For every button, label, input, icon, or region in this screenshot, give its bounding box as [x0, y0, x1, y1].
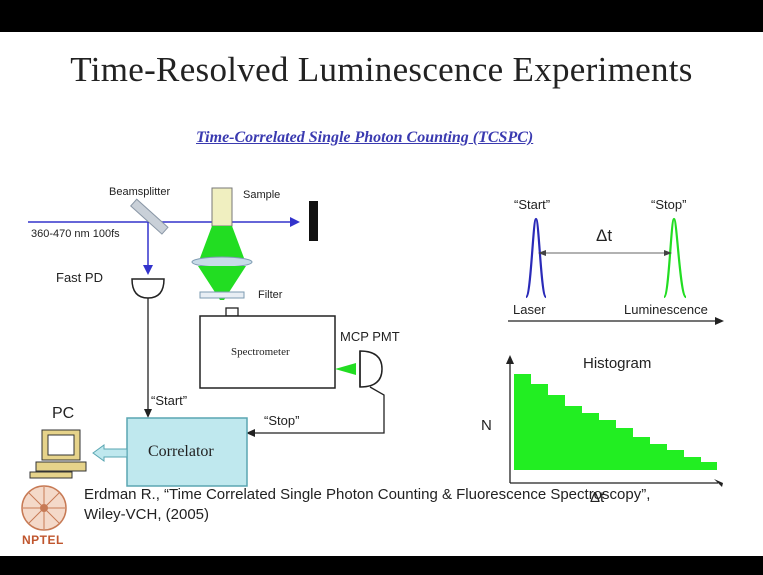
- collection-lens: [191, 256, 253, 268]
- mcp-pmt: [359, 350, 383, 388]
- spectrometer-output: [335, 363, 356, 375]
- timing-laser-label: Laser: [513, 302, 546, 317]
- stop-signal-line: [252, 386, 385, 434]
- mcp-pmt-label: MCP PMT: [340, 329, 400, 344]
- filter-label: Filter: [258, 289, 283, 301]
- pc-label: PC: [52, 405, 75, 422]
- fast-pd-label: Fast PD: [56, 270, 103, 285]
- correlator-to-pc-arrow: [92, 444, 128, 462]
- emission-cone: [200, 226, 244, 258]
- beamsplitter: [130, 198, 169, 235]
- pc-icon: [29, 429, 87, 479]
- beamsplitter-label: Beamsplitter: [109, 186, 171, 198]
- correlator-label: Correlator: [148, 443, 214, 460]
- timing-axis-arrowhead: [715, 317, 724, 325]
- delta-t-arrow-left: [538, 250, 546, 256]
- spectrometer-slit: [225, 307, 239, 317]
- reflected-beam-arrowhead: [143, 265, 153, 275]
- sample-label: Sample: [243, 189, 281, 201]
- nptel-logo: [21, 485, 67, 531]
- laser-spec-label: 360-470 nm 100fs: [31, 228, 120, 240]
- start-signal-arrowhead: [144, 409, 152, 418]
- stop-signal-arrowhead: [246, 429, 255, 437]
- citation: Erdman R., “Time Correlated Single Photo…: [84, 485, 650, 525]
- histogram-y-arrowhead: [506, 355, 514, 364]
- nptel-logo-text: NPTEL: [22, 533, 64, 547]
- delta-t-arrow-right: [664, 250, 672, 256]
- histogram-xlabel: Δt: [590, 489, 605, 506]
- timing-start-label: “Start”: [514, 197, 551, 212]
- stop-signal-label: “Stop”: [264, 413, 300, 428]
- citation-line-1: Erdman R., “Time Correlated Single Photo…: [84, 486, 651, 503]
- focused-light: [198, 266, 246, 300]
- spectrometer: [199, 315, 336, 389]
- sample-cuvette: [211, 187, 233, 227]
- citation-line-2: Wiley-VCH, (2005): [84, 506, 210, 523]
- timing-luminescence-label: Luminescence: [624, 302, 708, 317]
- slide-title: Time-Resolved Luminescence Experiments: [70, 50, 693, 89]
- slide-subtitle: Time-Correlated Single Photon Counting (…: [196, 129, 534, 146]
- beam-dump: [309, 201, 318, 241]
- histogram-ylabel: N: [481, 417, 492, 434]
- spectrometer-label: Spectrometer: [231, 346, 290, 358]
- timing-delta-t-label: Δt: [596, 226, 613, 245]
- histogram-x-arrowhead: [714, 479, 723, 487]
- histogram-title: Histogram: [583, 355, 652, 372]
- filter: [199, 291, 245, 299]
- fast-pd: [131, 278, 165, 299]
- histogram-bars: [514, 374, 717, 470]
- start-signal-label: “Start”: [151, 393, 188, 408]
- luminescence-pulse: [662, 217, 688, 299]
- timing-stop-label: “Stop”: [651, 197, 687, 212]
- laser-pulse: [524, 217, 548, 299]
- laser-beam-arrowhead: [290, 217, 300, 227]
